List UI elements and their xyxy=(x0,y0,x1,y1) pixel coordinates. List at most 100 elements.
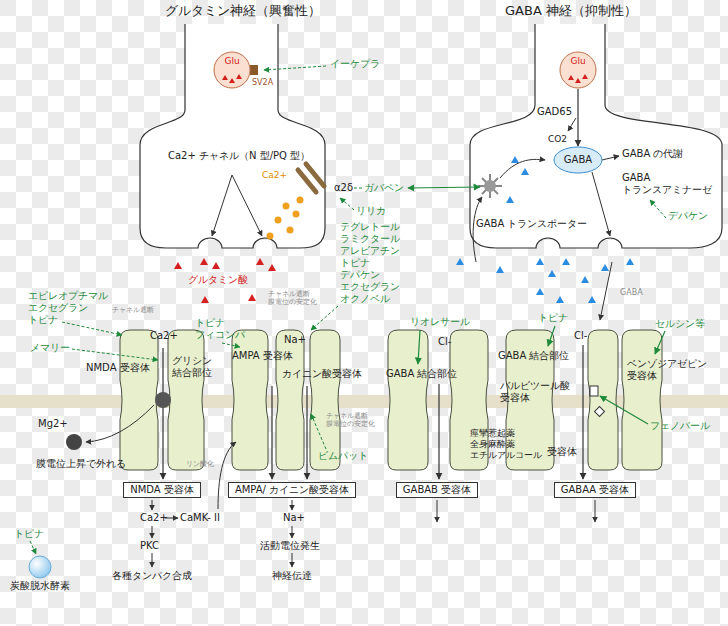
pathway-arrow xyxy=(292,526,293,538)
enzyme-sphere: 炭酸脱水酵素 xyxy=(9,556,71,592)
drug-name: メマリー xyxy=(30,342,70,354)
pathway-arrow xyxy=(218,442,236,509)
transmitter-molecule xyxy=(601,264,609,271)
flow-arrow xyxy=(473,118,619,320)
node-text: GABAA 受容体 xyxy=(561,484,630,496)
transmitter-molecule xyxy=(548,270,556,277)
pathway-arrow xyxy=(152,500,153,510)
gaba-transporter xyxy=(484,180,496,192)
annotation-label: PKC xyxy=(140,540,159,552)
calcium-ion xyxy=(283,203,290,210)
flow-arrow xyxy=(592,172,610,236)
node-text: Glu xyxy=(559,56,597,67)
annotation-label: Mg2+ xyxy=(38,418,68,430)
pathway-arrow xyxy=(292,500,293,510)
receptor-subunit xyxy=(120,330,158,470)
transmitter-molecule xyxy=(201,296,209,303)
annotation-label: バルビツール酸 受容体 xyxy=(500,380,570,404)
drug-name: リオレサール xyxy=(410,316,470,328)
drug-leader xyxy=(62,322,122,335)
magnesium-ion xyxy=(155,392,171,408)
pathway-arrow xyxy=(595,500,596,522)
drug-line xyxy=(408,187,665,424)
sv2a-protein xyxy=(250,65,258,75)
vesicle-outline xyxy=(560,52,596,88)
ion-flow-arrow xyxy=(582,345,583,479)
annotation-label: 各種タンパク合成 xyxy=(112,570,192,582)
transmitter-molecule xyxy=(536,288,544,295)
gaba-ellipse: GABA xyxy=(553,146,603,174)
pathway-arrow xyxy=(152,553,153,567)
drug-line xyxy=(600,396,648,424)
transmitter-molecule xyxy=(174,156,634,303)
transmitter-molecule xyxy=(521,168,529,175)
drug-name: デパケン xyxy=(668,210,708,222)
receptor-subunit xyxy=(588,330,618,470)
annotation-label: Na+ xyxy=(284,334,306,346)
transmitter-molecule xyxy=(248,294,256,301)
drug-name: テグレトール ラミクタール アレビアチン トピナ デパケン エクセグラン オクノ… xyxy=(340,221,400,305)
glutamate-neuron-terminal xyxy=(140,24,325,248)
release-arrow xyxy=(212,175,232,236)
receptor-subunit xyxy=(310,330,340,470)
node-text: NMDA 受容体 xyxy=(130,484,194,496)
release-arrow xyxy=(212,175,262,236)
annotation-label: GABA トランスアミナーゼ xyxy=(622,172,712,196)
sv2a-protein xyxy=(250,65,258,75)
drug-leader xyxy=(311,306,338,330)
calcium-ion xyxy=(267,233,274,240)
transmitter-molecule xyxy=(268,264,276,271)
drug-name: リリカ xyxy=(356,205,386,217)
annotation-label: Ca2+ xyxy=(150,330,178,342)
transmitter-molecule xyxy=(511,156,519,163)
note-text: GABA xyxy=(620,288,643,298)
calcium-ion xyxy=(287,227,294,234)
flow-arrow xyxy=(500,159,545,178)
annotation-label: GABA の代謝 xyxy=(622,148,683,160)
receptor-box: AMPA/ カイニン酸受容体 xyxy=(228,482,356,498)
pathway-arrow xyxy=(437,500,438,522)
transmitter-molecule xyxy=(256,258,264,265)
enzyme-sphere-outline xyxy=(9,556,71,580)
receptor-box: GABAB 受容体 xyxy=(396,482,478,498)
annotation-label: 膜電位上昇で外れる xyxy=(36,458,126,470)
magnesium-ion xyxy=(66,434,82,450)
vesicle-circle: Glu xyxy=(559,51,597,89)
drug-line xyxy=(655,331,665,354)
note-text: チャネル遮断 膜電位の安定化 xyxy=(268,290,317,307)
drug-leader xyxy=(264,66,326,70)
node-text: GABA xyxy=(553,146,603,174)
drug-leader xyxy=(340,198,354,210)
drug-name: イーケプラ xyxy=(330,58,380,70)
flow-arrow xyxy=(473,197,482,262)
drug-leader xyxy=(30,66,666,554)
annotation-label: GABA 結合部位 xyxy=(498,350,569,362)
annotation-label: NMDA 受容体 xyxy=(86,362,150,374)
annotation-label: Ca2+ xyxy=(140,512,168,524)
receptor-subunit xyxy=(388,330,428,470)
annotation-label: 神経伝達 xyxy=(272,570,312,582)
annotation-label: CaMK- II xyxy=(180,512,220,524)
annotation-label: 活動電位発生 xyxy=(260,540,320,552)
transmitter-molecule xyxy=(200,258,208,265)
flow-arrow xyxy=(602,156,619,160)
annotation-label: Na+ xyxy=(283,512,305,524)
drug-leader xyxy=(650,200,666,218)
flow-arrow xyxy=(600,262,612,320)
calcium-ion xyxy=(275,217,282,224)
gaba-transporter xyxy=(478,174,502,198)
vesicle-outline xyxy=(214,52,250,88)
ion-flow-arrow xyxy=(306,386,307,479)
pathway-arrow xyxy=(292,553,293,567)
transmitter-molecule xyxy=(626,258,634,265)
calcium-channel xyxy=(298,164,324,192)
gaba-neuron-terminal xyxy=(470,24,722,248)
flow-arrow xyxy=(568,118,576,131)
receptor-subunit xyxy=(450,330,488,470)
transmitter-molecule xyxy=(212,262,220,269)
node-text: Glu xyxy=(213,56,251,67)
drug-line xyxy=(418,330,420,364)
drug-name: ガバペン xyxy=(364,182,404,194)
